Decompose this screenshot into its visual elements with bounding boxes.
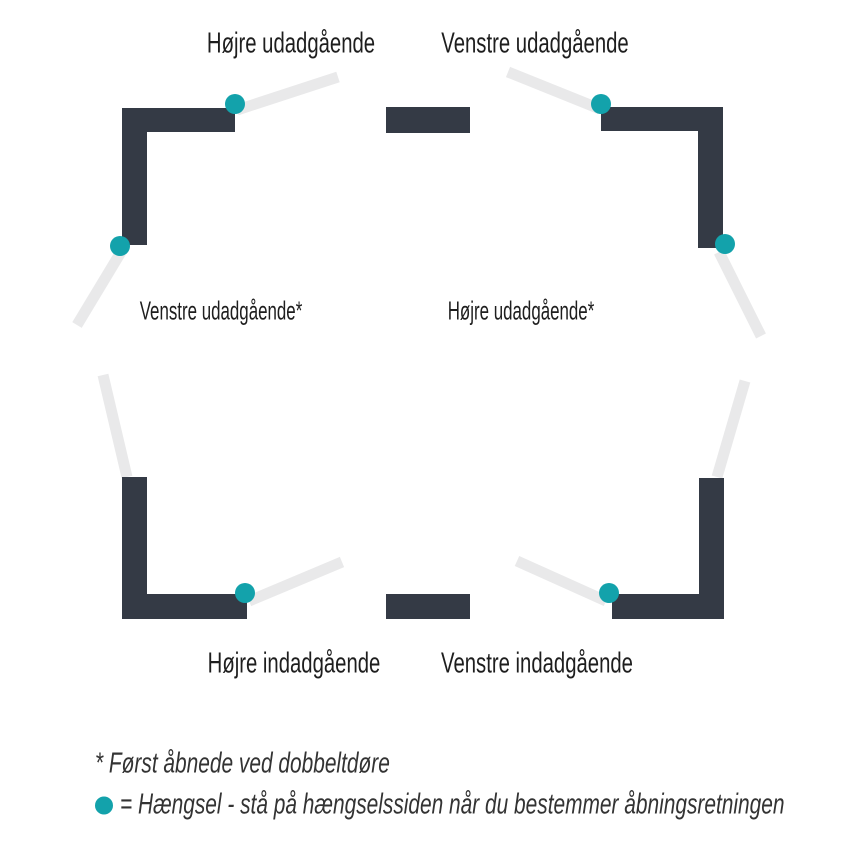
door-swing-bottom-left-upper xyxy=(97,373,133,479)
hinge-legend-text: = Hængsel - stå på hængselssiden når du … xyxy=(120,788,785,821)
wall-bottom-left xyxy=(122,477,247,619)
diagram-bottom-left xyxy=(97,373,345,619)
hinge-dot-bottom-left xyxy=(235,583,255,603)
footnote-text: * Først åbnede ved dobbeltdøre xyxy=(95,747,390,780)
label-mid-right: Højre udadgående* xyxy=(447,295,595,326)
wall-bottom-middle xyxy=(386,594,470,619)
wall-top-right xyxy=(601,107,723,248)
hinge-dot-top-right-lower xyxy=(715,234,735,254)
hinge-dot-top-left-upper xyxy=(225,94,245,114)
door-swing-bottom-left-lower xyxy=(246,556,345,607)
door-swing-bottom-right-lower xyxy=(514,555,609,607)
label-top-right: Venstre udadgående xyxy=(441,27,629,60)
label-mid-left: Venstre udadgående* xyxy=(139,295,303,326)
hinge-legend-dot-icon xyxy=(95,796,113,814)
door-swing-top-right-lower xyxy=(714,249,766,339)
hinge-legend: = Hængsel - stå på hængselssiden når du … xyxy=(95,789,841,822)
diagram-top-right xyxy=(505,66,766,339)
wall-top-middle xyxy=(386,107,470,133)
hinge-dot-top-right-upper xyxy=(591,94,611,114)
door-swing-bottom-right-upper xyxy=(711,379,751,479)
wall-top-left xyxy=(122,108,235,245)
label-bottom-left: Højre indadgående xyxy=(207,647,381,680)
footnote-double-doors: * Først åbnede ved dobbeltdøre xyxy=(95,748,504,781)
door-swing-top-right-upper xyxy=(505,66,603,115)
label-top-left: Højre udadgående xyxy=(206,27,376,60)
diagram-bottom-right xyxy=(514,379,751,619)
door-swing-top-left-lower xyxy=(72,249,126,328)
door-swing-top-left-upper xyxy=(235,71,340,116)
hinge-dot-bottom-right xyxy=(599,583,619,603)
diagram-top-left xyxy=(72,71,340,328)
hinge-dot-top-left-lower xyxy=(110,236,130,256)
wall-bottom-right xyxy=(612,478,724,619)
label-bottom-right: Venstre indadgående xyxy=(441,647,633,680)
